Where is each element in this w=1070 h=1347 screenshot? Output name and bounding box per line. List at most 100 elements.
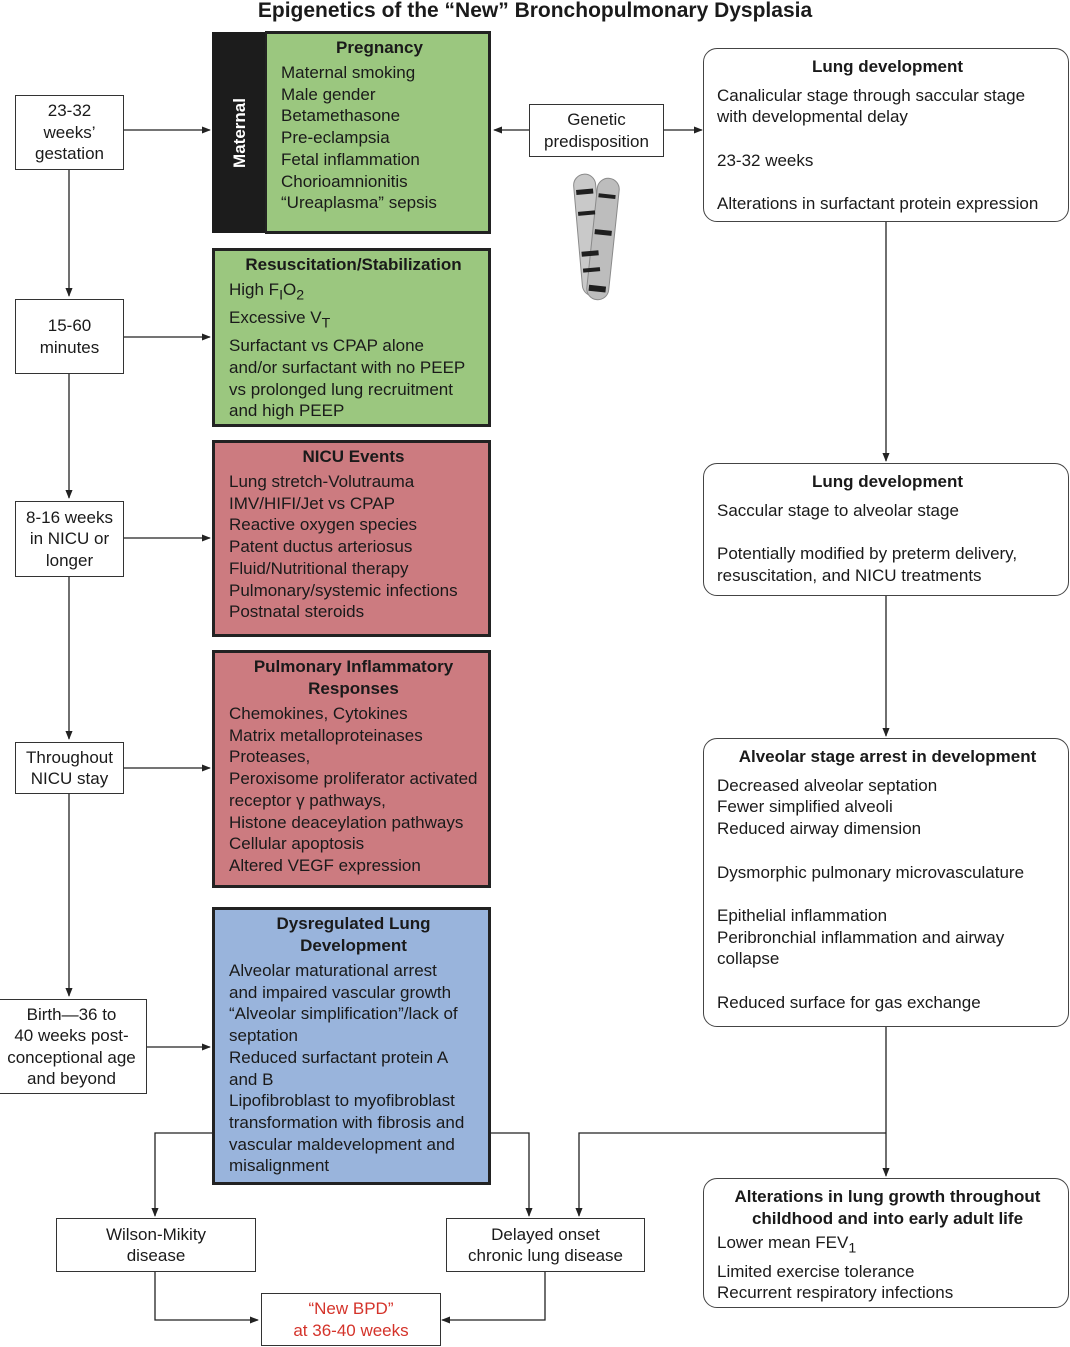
list-item: Recurrent respiratory infections	[717, 1283, 954, 1303]
list-item: Fetal inflammation	[281, 149, 420, 169]
timeline-box-nicu-weeks: 8-16 weeks in NICU or longer	[15, 501, 124, 577]
arrow-dysregulated-wilson	[151, 1132, 214, 1217]
list-item: receptor γ pathways,	[229, 790, 386, 810]
list-item: Pulmonary/systemic infections	[229, 580, 458, 600]
list-item: “Ureaplasma” sepsis	[281, 193, 437, 213]
list-item: with developmental delay	[717, 107, 908, 127]
list-item: 23-32 weeks	[717, 150, 814, 170]
spacer	[717, 172, 1058, 194]
spacer	[717, 970, 1058, 992]
list-item: vs prolonged lung recruitment	[229, 379, 453, 399]
list-item: Reactive oxygen species	[229, 515, 418, 535]
inflammatory-heading: Pulmonary Inflammatory Responses	[253, 657, 454, 698]
resuscitation-box: Resuscitation/Stabilization High FIO2 Ex…	[212, 248, 491, 427]
list-item: Peroxisome proliferator activated	[229, 769, 478, 789]
list-item: Matrix metalloproteinases	[229, 725, 423, 745]
maternal-label: Maternal	[229, 97, 249, 168]
list-item: Chemokines, Cytokines	[229, 704, 408, 723]
spacer	[717, 883, 1058, 905]
lung-development-box-2: Lung development Saccular stage to alveo…	[703, 463, 1069, 596]
list-item: septation	[229, 1026, 298, 1046]
list-item: and high PEEP	[229, 401, 345, 421]
list-item: Peribronchial inflammation and airway	[717, 927, 1005, 947]
genetic-predisposition-box: Genetic predisposition	[529, 104, 664, 157]
maternal-bar: Maternal	[212, 32, 267, 233]
list-item: Proteases,	[229, 747, 311, 767]
arrow-delayed-bpd	[441, 1271, 546, 1324]
alterations-box: Alterations in lung growth throughout ch…	[703, 1178, 1069, 1308]
arrow-wilson-bpd	[154, 1271, 259, 1324]
timeline-label: Throughout NICU stay	[26, 747, 113, 789]
list-item: collapse	[717, 949, 780, 969]
list-item: Reduced airway dimension	[717, 819, 922, 839]
list-item: Fewer simplified alveoli	[717, 797, 893, 817]
timeline-box-nicu-stay: Throughout NICU stay	[15, 742, 124, 794]
list-item: and/or surfactant with no PEEP	[229, 357, 466, 377]
lung-development-box-1: Lung development Canalicular stage throu…	[703, 48, 1069, 222]
timeline-label: 8-16 weeks in NICU or longer	[26, 507, 113, 570]
list-item: and impaired vascular growth	[229, 982, 452, 1002]
list-item: Surfactant vs CPAP alone	[229, 336, 424, 356]
list-item: Reduced surfactant protein A	[229, 1047, 449, 1067]
list-item: Dysmorphic pulmonary microvasculature	[717, 862, 1025, 882]
list-item: misalignment	[229, 1156, 330, 1176]
alveolar-arrest-box: Alveolar stage arrest in development Dec…	[703, 738, 1069, 1027]
resuscitation-heading: Resuscitation/Stabilization	[245, 255, 462, 274]
arrow-arrest-delayed	[575, 1132, 886, 1217]
wilson-mikity-box: Wilson-Mikity disease	[56, 1218, 256, 1272]
new-bpd-box: “New BPD” at 36-40 weeks	[261, 1293, 441, 1346]
list-item: and B	[229, 1069, 274, 1089]
wilson-mikity-label: Wilson-Mikity disease	[105, 1224, 207, 1266]
fev-item: Lower mean FEV1	[717, 1233, 857, 1257]
nicu-events-box: NICU Events Lung stretch-Volutrauma IMV/…	[212, 440, 491, 637]
list-item: Fluid/Nutritional therapy	[229, 558, 409, 578]
nicu-heading: NICU Events	[302, 447, 405, 466]
inflammatory-box: Pulmonary Inflammatory Responses Chemoki…	[212, 650, 491, 888]
list-item: resuscitation, and NICU treatments	[717, 565, 982, 585]
genetic-label: Genetic predisposition	[544, 110, 649, 151]
list-item: Epithelial inflammation	[717, 905, 888, 925]
arrow-dysregulated-delayed	[490, 1132, 533, 1217]
list-item: Alterations in surfactant protein expres…	[717, 194, 1039, 214]
list-item: Decreased alveolar septation	[717, 775, 938, 795]
list-item: Lung stretch-Volutrauma	[229, 472, 415, 491]
list-item: Maternal smoking	[281, 63, 416, 82]
list-item: Alveolar maturational arrest	[229, 961, 437, 980]
diagram-title: Epigenetics of the “New” Bronchopulmonar…	[257, 0, 813, 22]
list-item: transformation with fibrosis and	[229, 1112, 465, 1132]
list-item: Canalicular stage through saccular stage	[717, 85, 1026, 105]
timeline-label: 15-60 minutes	[39, 316, 100, 357]
list-item: Pre-eclampsia	[281, 128, 390, 148]
list-item: Patent ductus arteriosus	[229, 537, 413, 557]
timeline-label: 23-32 weeks’ gestation	[35, 101, 104, 164]
timeline-box-birth: Birth—36 to 40 weeks post- conceptional …	[0, 999, 147, 1094]
pregnancy-heading: Pregnancy	[336, 38, 423, 57]
lung-dev-2-heading: Lung development	[811, 472, 964, 491]
spacer	[717, 128, 1058, 150]
list-item: Limited exercise tolerance	[717, 1261, 915, 1281]
delayed-onset-box: Delayed onset chronic lung disease	[446, 1218, 645, 1272]
list-item: vascular maldevelopment and	[229, 1134, 455, 1154]
delayed-onset-label: Delayed onset chronic lung disease	[468, 1224, 623, 1266]
list-item: “Alveolar simplification”/lack of	[229, 1004, 458, 1024]
timeline-box-gestation: 23-32 weeks’ gestation	[15, 95, 124, 170]
fio2-item: High FIO2	[229, 280, 305, 304]
list-item: Reduced surface for gas exchange	[717, 992, 981, 1012]
spacer	[717, 521, 1058, 543]
new-bpd-label: “New BPD” at 36-40 weeks	[293, 1299, 409, 1340]
list-item: Potentially modified by preterm delivery…	[717, 544, 1018, 564]
list-item: Lipofibroblast to myofibroblast	[229, 1091, 455, 1111]
list-item: Saccular stage to alveolar stage	[717, 500, 959, 520]
list-item: Betamethasone	[281, 106, 401, 126]
list-item: Altered VEGF expression	[229, 855, 421, 875]
pregnancy-box: Pregnancy Maternal smoking Male gender B…	[265, 31, 491, 234]
spacer	[717, 840, 1058, 862]
list-item: Cellular apoptosis	[229, 834, 365, 854]
list-item: Chorioamnionitis	[281, 171, 408, 191]
list-item: Histone deaceylation pathways	[229, 812, 464, 832]
list-item: Postnatal steroids	[229, 602, 365, 622]
dysregulated-heading: Dysregulated Lung Development	[276, 914, 431, 955]
vt-item: Excessive VT	[229, 308, 331, 332]
list-item: Male gender	[281, 84, 376, 104]
